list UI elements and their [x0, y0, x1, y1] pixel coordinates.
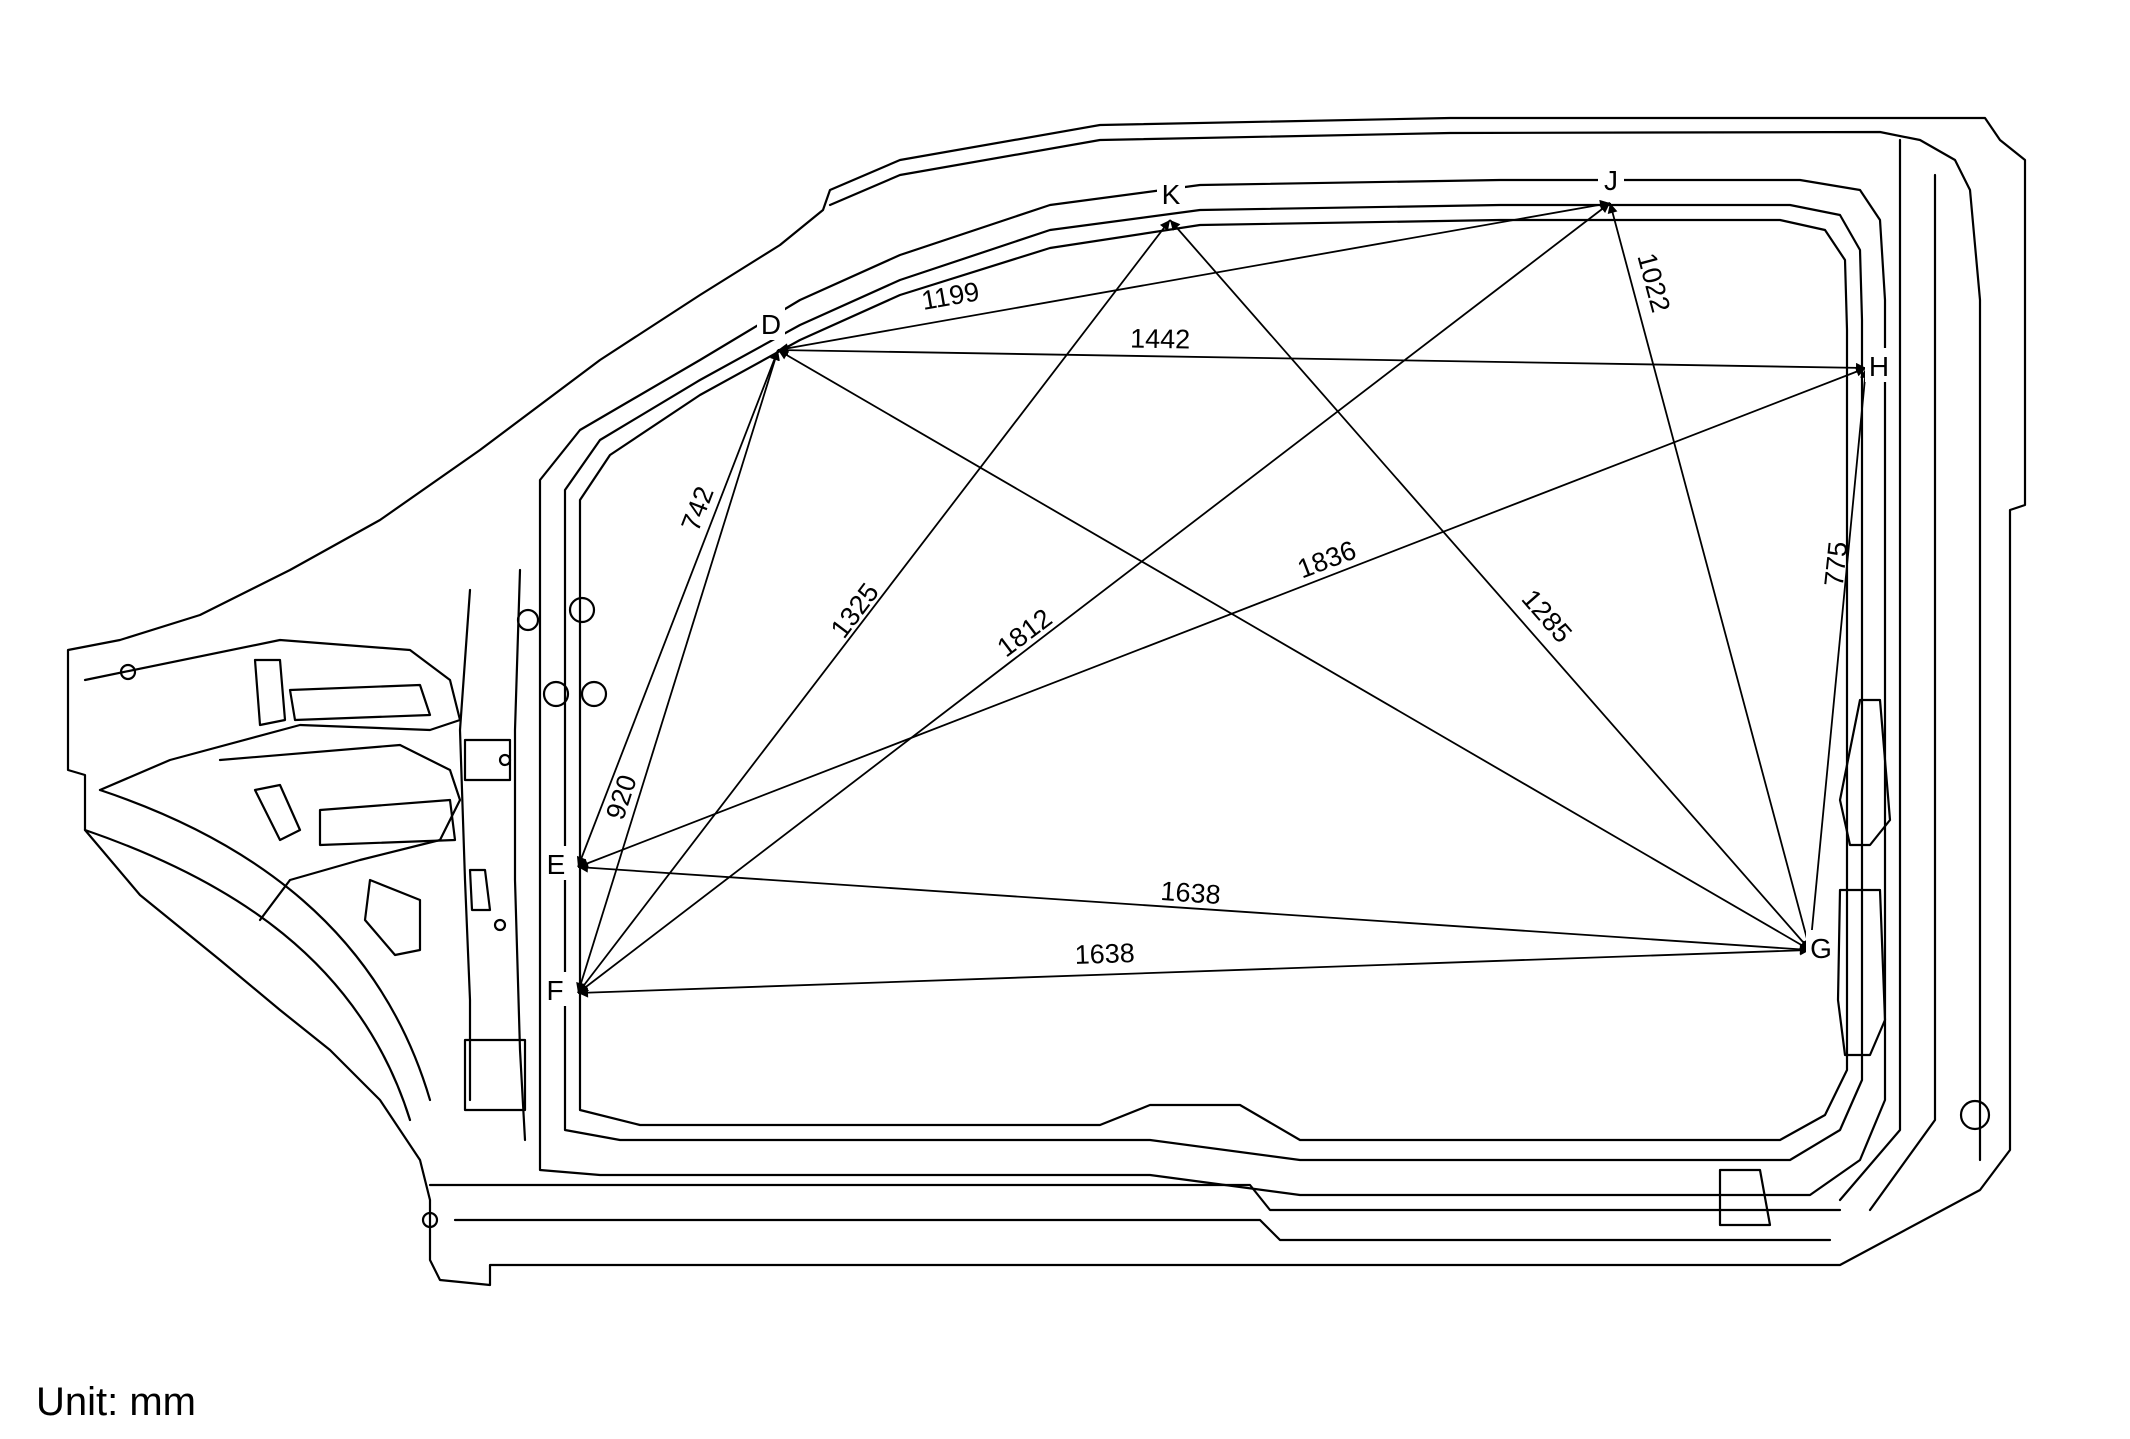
- dim-label-h-g: 775: [1819, 540, 1854, 588]
- dim-line-h-e: [577, 366, 1867, 869]
- dim-line-j-f: [577, 202, 1611, 994]
- point-label-f: F: [546, 975, 563, 1006]
- unit-label: Unit: mm: [36, 1380, 196, 1424]
- dim-label-d-e: 742: [676, 482, 720, 535]
- dim-line-h-g: [1805, 367, 1871, 951]
- dimension-lines: [576, 199, 1871, 998]
- dim-line-d-h: [777, 345, 1867, 373]
- point-label-d: D: [761, 309, 781, 340]
- point-label-h: H: [1869, 351, 1889, 382]
- dim-label-f-g: 1638: [1074, 938, 1135, 970]
- point-label-k: K: [1162, 179, 1181, 210]
- dim-line-e-g: [577, 862, 1811, 955]
- dim-label-d-f: 920: [600, 771, 642, 823]
- dim-label-e-g: 1638: [1160, 876, 1222, 910]
- dim-line-f-g: [577, 945, 1811, 998]
- dim-label-k-f: 1325: [825, 578, 885, 644]
- point-label-g: G: [1810, 933, 1832, 964]
- point-labels: D K J H E F G: [542, 162, 1893, 1006]
- dim-label-d-j: 1199: [919, 276, 981, 316]
- dim-line-d-f: [576, 349, 780, 994]
- dim-label-k-g: 1285: [1516, 584, 1578, 649]
- dim-line-d-g: [777, 349, 1811, 951]
- body-side-outline: [66, 116, 2027, 1287]
- point-label-j: J: [1604, 165, 1618, 196]
- dim-line-k-g: [1169, 219, 1811, 951]
- dim-label-j-f: 1812: [992, 603, 1058, 663]
- point-label-e: E: [547, 849, 566, 880]
- dim-line-j-g: [1607, 202, 1813, 951]
- dim-label-d-h: 1442: [1130, 323, 1191, 354]
